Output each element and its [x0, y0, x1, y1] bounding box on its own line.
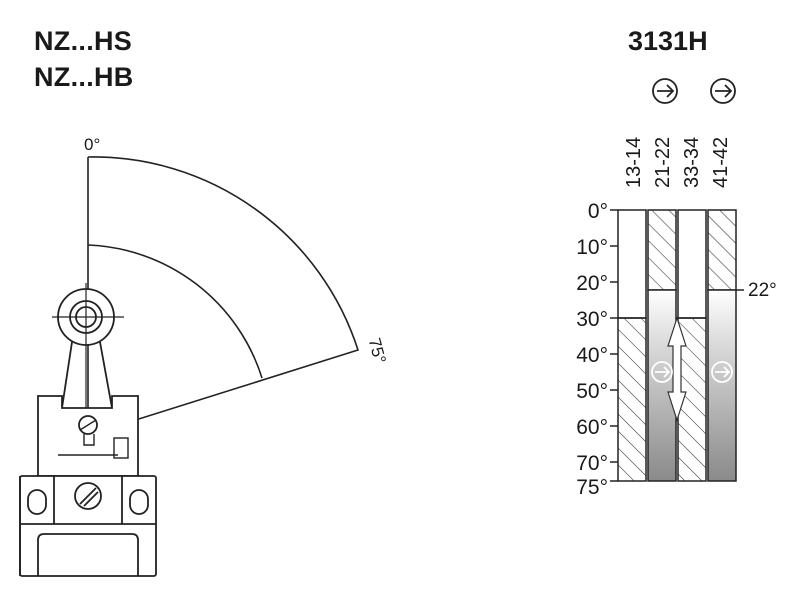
swing-sector-inner	[87, 244, 263, 379]
angle-label-0: 0°	[84, 135, 100, 154]
scale-label-30: 30°	[576, 308, 608, 331]
scale-label-0: 0°	[588, 200, 608, 223]
contact-code-title: 3131H	[628, 26, 708, 56]
arrow-right-circle-icon	[710, 78, 736, 104]
contact-label-21-22: 21-22	[652, 137, 674, 188]
model-name-hb: NZ...HB	[34, 62, 134, 92]
actuator-head	[37, 395, 139, 477]
arrow-right-circle-icon	[711, 361, 733, 383]
angle-label-75: 75°	[365, 336, 390, 366]
scale-label-70: 70°	[576, 452, 608, 475]
travel-double-arrow-icon	[667, 316, 687, 422]
contact-label-41-42: 41-42	[710, 137, 732, 188]
base-screw	[74, 482, 102, 510]
contact-label-13-14: 13-14	[623, 137, 645, 188]
scale-label-50: 50°	[576, 380, 608, 403]
model-name-hs: NZ...HS	[34, 26, 133, 56]
arrow-right-circle-icon	[651, 361, 673, 383]
arrow-right-circle-icon	[652, 78, 678, 104]
angle-scale	[610, 209, 744, 482]
lever-arm	[61, 341, 113, 409]
swing-sector-outer	[87, 156, 360, 436]
switch-body	[19, 283, 157, 577]
switch-point-label: 22°	[748, 280, 777, 301]
contact-bar-41-42	[707, 209, 737, 482]
scale-label-20: 20°	[576, 272, 608, 295]
scale-label-40: 40°	[576, 344, 608, 367]
scale-label-60: 60°	[576, 416, 608, 439]
contact-bar-21-22	[647, 209, 677, 482]
scale-label-10: 10°	[576, 236, 608, 259]
contact-label-33-34: 33-34	[681, 137, 703, 188]
scale-label-75: 75°	[576, 476, 608, 499]
contact-bar-13-14	[617, 209, 647, 482]
